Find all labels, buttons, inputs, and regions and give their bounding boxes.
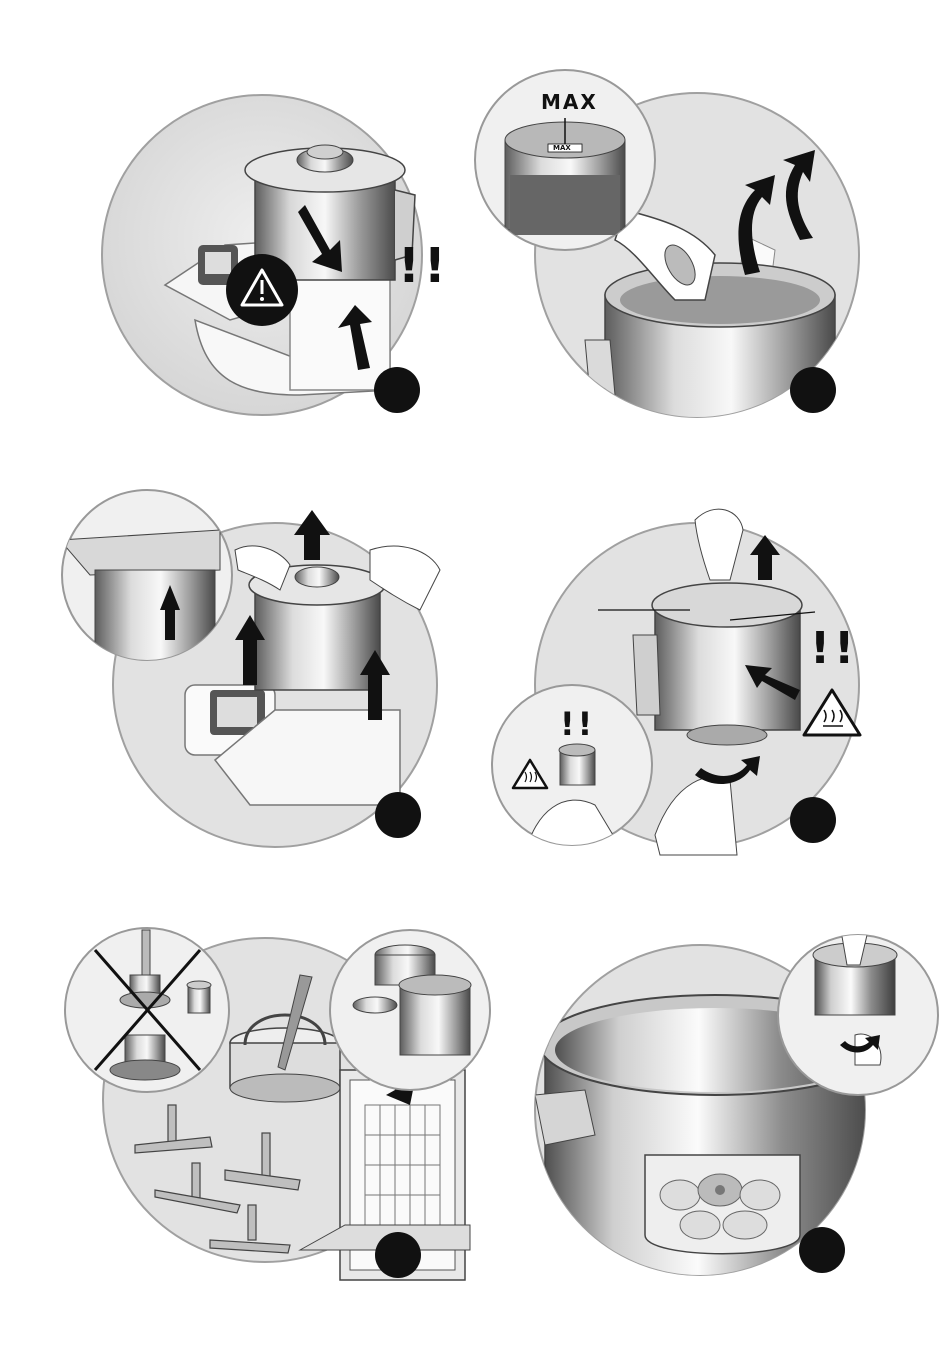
step-1-illustration (0, 0, 475, 450)
max-small-label: MAX (553, 144, 571, 152)
step-1-exclamation: !! (398, 238, 450, 294)
step-2-illustration (475, 0, 950, 450)
step-4-illustration (475, 460, 950, 900)
max-label: MAX (541, 90, 598, 114)
step-4-panel: !! !! (475, 460, 950, 900)
step-1-number-badge (374, 367, 420, 413)
step-3-panel (0, 460, 475, 900)
step-6-panel (475, 905, 950, 1353)
step-3-illustration (0, 460, 475, 900)
step-4-number-badge (790, 797, 836, 843)
step-2-panel: MAX MAX (475, 0, 950, 450)
step-6-number-badge (799, 1227, 845, 1273)
step-5-panel (0, 905, 475, 1353)
step-4-inset-exclamation: !! (560, 705, 595, 743)
step-5-illustration (0, 905, 475, 1353)
step-3-number-badge (375, 792, 421, 838)
step-6-illustration (475, 905, 950, 1353)
step-5-number-badge (375, 1232, 421, 1278)
step-4-exclamation: !! (810, 623, 858, 674)
step-1-panel: !! (0, 0, 475, 450)
